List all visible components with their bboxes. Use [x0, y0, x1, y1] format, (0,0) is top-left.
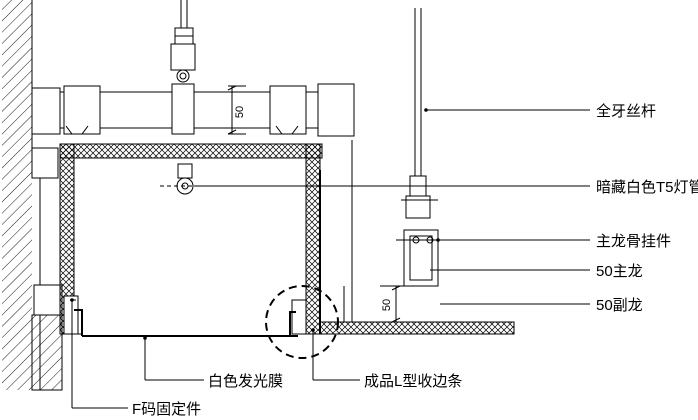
lightbox-top-board — [59, 143, 323, 159]
label-main-hanger: 主龙骨挂件 — [596, 233, 671, 250]
leaders — [70, 108, 590, 409]
detail-callout-circle — [265, 285, 339, 359]
threaded-rod-right — [401, 8, 438, 219]
label-main-keel: 50主龙 — [596, 263, 643, 280]
dimension-box: 50 — [227, 85, 246, 135]
label-t5-tube: 暗藏白色T5灯管 — [596, 179, 698, 196]
label-l-edge-strip: 成品L型收边条 — [364, 373, 462, 390]
main-keel-hanger — [396, 229, 446, 287]
dimension-keel: 50 — [380, 285, 404, 323]
top-beam — [59, 83, 355, 137]
hanger-rod-left — [170, 0, 196, 135]
ceiling-board-right — [319, 321, 515, 335]
f-clip-right — [289, 299, 307, 336]
dim-keel-height: 50 — [381, 299, 393, 311]
label-threaded-rod: 全牙丝杆 — [596, 102, 656, 120]
label-light-film: 白色发光膜 — [208, 373, 283, 390]
lightbox-right-board — [305, 143, 321, 335]
f-clip-left — [63, 295, 83, 336]
dim-box-height: 50 — [234, 106, 246, 118]
wall — [2, 0, 63, 391]
t5-lamp — [160, 163, 210, 195]
label-sub-keel: 50副龙 — [596, 297, 643, 314]
label-f-clip: F码固定件 — [132, 401, 201, 418]
